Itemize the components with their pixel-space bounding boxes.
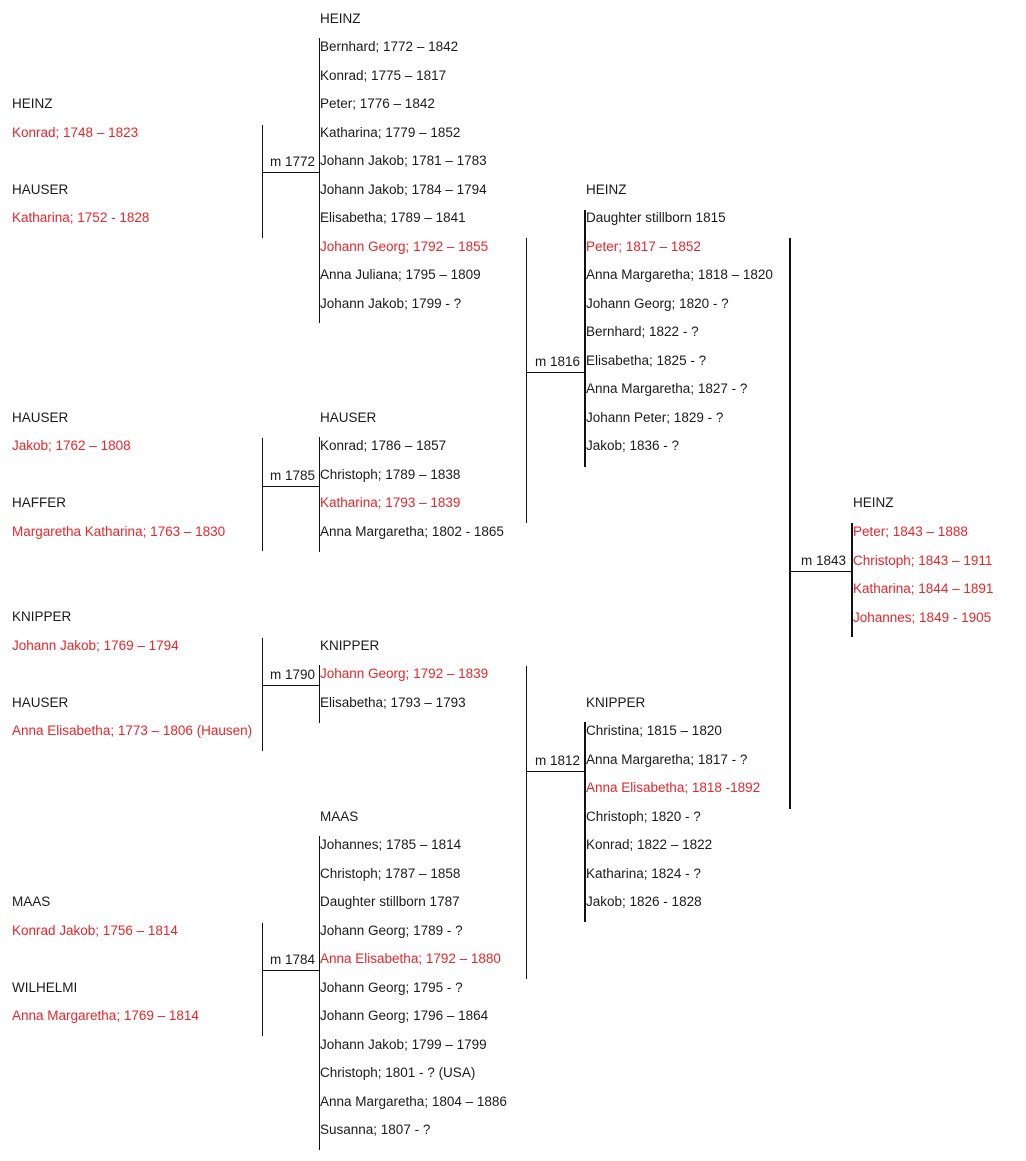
child-entry: Konrad; 1786 – 1857 [320, 438, 447, 453]
marriage-label: m 1843 [801, 553, 847, 568]
person-entry: Anna Margaretha; 1769 – 1814 [12, 1008, 199, 1023]
child-entry: Bernhard; 1772 – 1842 [320, 39, 459, 54]
bracket-line [262, 638, 263, 751]
child-entry: Daughter stillborn 1815 [586, 210, 726, 225]
child-entry: Bernhard; 1822 - ? [586, 324, 699, 339]
child-entry: Katharina; 1844 – 1891 [853, 581, 994, 596]
marriage-label: m 1785 [270, 468, 316, 483]
children-bracket [319, 836, 320, 1150]
connector-line [789, 571, 852, 572]
child-entry: Johann Georg; 1820 - ? [586, 295, 729, 311]
marriage-label: m 1816 [535, 354, 581, 369]
person-entry: Margaretha Katharina; 1763 – 1830 [12, 524, 226, 539]
child-entry: Christoph; 1787 – 1858 [320, 865, 461, 881]
surname-label: HAUSER [12, 410, 69, 425]
bracket-line [789, 238, 791, 809]
child-entry: Johann Jakob; 1781 – 1783 [320, 153, 487, 168]
child-entry: Katharina; 1824 - ? [586, 865, 701, 881]
bracket-line [262, 438, 263, 551]
person-entry: Johann Jakob; 1769 – 1794 [12, 638, 179, 653]
child-entry: Susanna; 1807 - ? [320, 1122, 431, 1137]
connector-line [526, 372, 584, 373]
surname-label: HEINZ [12, 96, 53, 111]
marriage-label: m 1784 [270, 952, 316, 967]
bracket-line [262, 125, 263, 238]
child-entry: Anna Margaretha; 1827 - ? [586, 381, 748, 396]
person-entry: Jakob; 1762 – 1808 [12, 438, 131, 453]
child-entry: Peter; 1817 – 1852 [586, 238, 701, 254]
surname-label: WILHELMI [12, 980, 78, 995]
bracket-line [262, 923, 263, 1036]
child-entry: Konrad; 1822 – 1822 [586, 837, 713, 852]
children-bracket [584, 210, 586, 467]
child-entry: Elisabetha; 1825 - ? [586, 352, 707, 368]
children-bracket [584, 722, 586, 922]
child-entry: Elisabetha; 1793 – 1793 [320, 694, 466, 710]
child-entry: Anna Margaretha; 1802 - 1865 [320, 523, 504, 539]
child-entry: Johann Jakob; 1784 – 1794 [320, 181, 487, 197]
child-entry: Anna Elisabetha; 1818 -1892 [586, 780, 761, 795]
child-entry: Johannes; 1849 - 1905 [853, 609, 992, 625]
child-entry: Christoph; 1820 - ? [586, 808, 701, 824]
children-bracket [319, 437, 320, 552]
child-entry: Peter; 1843 – 1888 [853, 524, 968, 539]
family-surname: HAUSER [320, 410, 377, 425]
child-entry: Anna Margaretha; 1818 – 1820 [586, 267, 773, 282]
children-bracket [319, 38, 320, 323]
child-entry: Peter; 1776 – 1842 [320, 96, 435, 111]
child-entry: Johann Georg; 1795 - ? [320, 979, 463, 995]
child-entry: Anna Juliana; 1795 – 1809 [320, 267, 481, 282]
person-entry: Anna Elisabetha; 1773 – 1806 (Hausen) [12, 723, 253, 738]
family-surname: HEINZ [320, 11, 361, 26]
family-surname: MAAS [320, 809, 359, 824]
child-entry: Elisabetha; 1789 – 1841 [320, 210, 466, 225]
children-bracket [851, 523, 853, 637]
family-surname: KNIPPER [320, 638, 380, 653]
family-surname: HEINZ [586, 182, 627, 197]
child-entry: Konrad; 1775 – 1817 [320, 67, 447, 83]
connector-line [262, 685, 319, 686]
child-entry: Johannes; 1785 – 1814 [320, 837, 462, 852]
marriage-label: m 1790 [270, 667, 316, 682]
child-entry: Johann Georg; 1789 - ? [320, 922, 463, 938]
child-entry: Katharina; 1779 – 1852 [320, 124, 461, 140]
child-entry: Jakob; 1826 - 1828 [586, 894, 702, 909]
marriage-label: m 1812 [535, 753, 581, 768]
surname-label: KNIPPER [12, 609, 72, 624]
children-bracket [319, 665, 320, 723]
child-entry: Johann Georg; 1792 – 1855 [320, 238, 489, 254]
connector-line [262, 172, 319, 173]
person-entry: Konrad Jakob; 1756 – 1814 [12, 923, 178, 938]
child-entry: Daughter stillborn 1787 [320, 894, 460, 909]
child-entry: Anna Margaretha; 1817 - ? [586, 751, 748, 767]
child-entry: Johann Jakob; 1799 - ? [320, 295, 462, 311]
person-entry: Katharina; 1752 - 1828 [12, 210, 150, 225]
family-surname: KNIPPER [586, 695, 646, 710]
connector-line [526, 771, 584, 772]
child-entry: Johann Jakob; 1799 – 1799 [320, 1036, 487, 1052]
child-entry: Anna Elisabetha; 1792 – 1880 [320, 951, 501, 966]
marriage-label: m 1772 [270, 154, 316, 169]
child-entry: Katharina; 1793 – 1839 [320, 495, 461, 510]
surname-label: HAFFER [12, 495, 66, 510]
surname-label: MAAS [12, 894, 51, 909]
family-surname: HEINZ [853, 495, 894, 510]
surname-label: HAUSER [12, 695, 69, 710]
child-entry: Johann Peter; 1829 - ? [586, 409, 724, 425]
child-entry: Anna Margaretha; 1804 – 1886 [320, 1093, 507, 1109]
bracket-line [526, 666, 527, 979]
child-entry: Jakob; 1836 - ? [586, 438, 680, 453]
connector-line [262, 970, 319, 971]
child-entry: Christoph; 1801 - ? (USA) [320, 1065, 476, 1080]
child-entry: Christoph; 1789 – 1838 [320, 466, 461, 482]
surname-label: HAUSER [12, 182, 69, 197]
bracket-line [526, 238, 527, 523]
child-entry: Christoph; 1843 – 1911 [853, 552, 993, 568]
person-entry: Konrad; 1748 – 1823 [12, 125, 139, 140]
connector-line [262, 486, 319, 487]
child-entry: Johann Georg; 1796 – 1864 [320, 1008, 489, 1023]
child-entry: Johann Georg; 1792 – 1839 [320, 666, 489, 681]
child-entry: Christina; 1815 – 1820 [586, 723, 722, 738]
